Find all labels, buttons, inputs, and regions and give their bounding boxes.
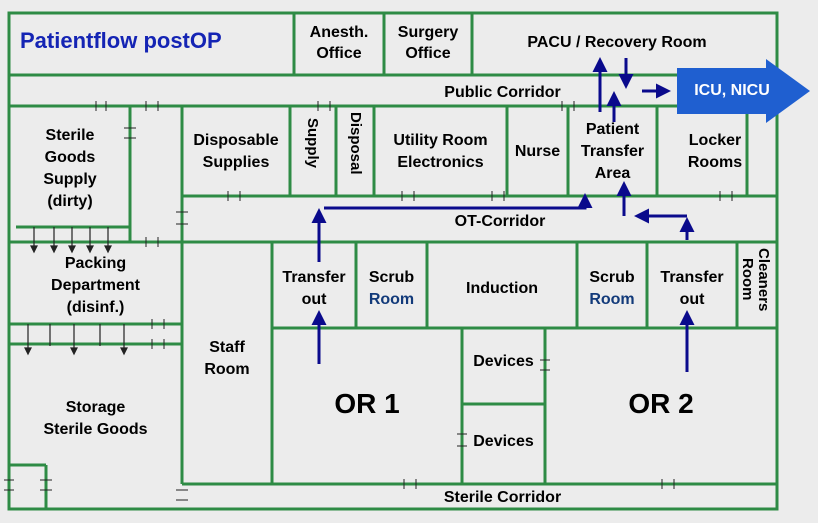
transfer-out-2-label: Transfer out <box>660 269 724 308</box>
locker-rooms-label: Locker Rooms <box>687 132 743 171</box>
devices-2-label: Devices <box>473 433 534 450</box>
door-marks <box>4 101 733 501</box>
anesth-office-label: Anesth. Office <box>309 24 369 62</box>
scrub-2-text: Scrub <box>589 269 635 286</box>
scrub-room-1-text: Room <box>368 291 415 308</box>
patient-transfer-area-label: Patient Transfer Area <box>580 121 645 182</box>
devices-1-label: Devices <box>473 353 534 370</box>
sterile-corridor-label: Sterile Corridor <box>443 489 562 506</box>
or2-label: OR 2 <box>628 388 694 419</box>
page-title: Patientflow postOP <box>20 28 222 53</box>
nurse-label: Nurse <box>514 143 561 160</box>
icu-arrow <box>677 59 810 123</box>
disposal-label: Disposal <box>347 112 364 175</box>
supply-label: Supply <box>304 118 321 169</box>
icu-label: ICU, NICU <box>694 82 770 99</box>
or1-label: OR 1 <box>334 388 400 419</box>
surgery-office-label: Surgery Office <box>397 24 459 62</box>
storage-label: Storage Sterile Goods <box>43 399 148 438</box>
disposable-supplies-label: Disposable Supplies <box>193 132 279 171</box>
sterile-goods-supply-label: Sterile Goods Supply (dirty) <box>43 127 97 210</box>
scrub-1-text: Scrub <box>368 269 415 286</box>
induction-label: Induction <box>466 280 538 297</box>
staff-room-label: Staff Room <box>204 339 250 378</box>
transfer-out-1-label: Transfer out <box>282 269 346 308</box>
public-corridor-label: Public Corridor <box>444 84 561 101</box>
pacu-label: PACU / Recovery Room <box>527 34 707 51</box>
room-walls <box>7 11 779 511</box>
scrub-room-1-label: Scrub Room <box>356 267 427 311</box>
cleaners-room-label: Cleaners Room <box>739 248 772 312</box>
scrub-room-2-text: Room <box>589 291 635 308</box>
utility-room-label: Utility Room Electronics <box>393 132 488 171</box>
flow-arrows <box>311 57 695 372</box>
chute-arrows <box>24 227 128 356</box>
ot-corridor-label: OT-Corridor <box>454 213 546 230</box>
packing-department-label: Packing Department (disinf.) <box>51 255 140 316</box>
scrub-room-2-label: Scrub Room <box>577 267 647 311</box>
